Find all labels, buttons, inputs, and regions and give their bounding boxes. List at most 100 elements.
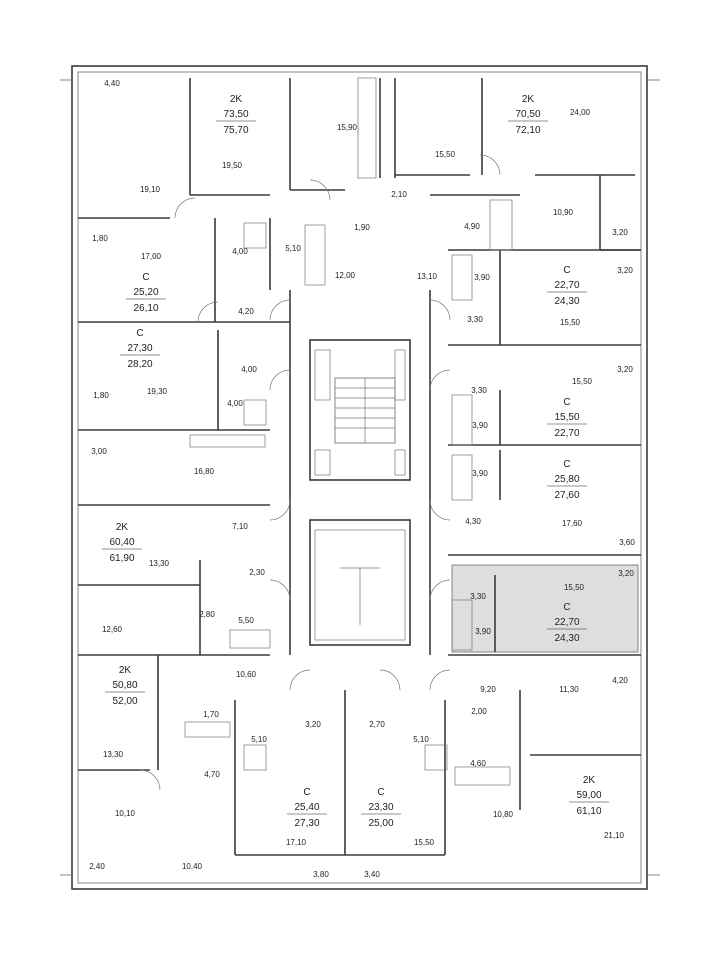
apartment-label: 2K 60,40 61,90: [102, 522, 142, 564]
room-area-label: 4,60: [470, 759, 486, 768]
room-area-label: 5,10: [413, 735, 429, 744]
apartment-total-area: 28,20: [127, 359, 152, 370]
apartment-type: 2K: [583, 775, 596, 786]
apartment-living-area: 59,00: [576, 790, 601, 801]
room-area-label: 19,10: [140, 185, 161, 194]
room-area-label: 3,30: [471, 386, 487, 395]
room-area-label: 1,70: [203, 710, 219, 719]
room-area-label: 16,80: [194, 467, 215, 476]
apartment-type: 2K: [522, 94, 535, 105]
stair-core: [314, 349, 406, 641]
apartment-total-area: 27,30: [294, 818, 319, 829]
room-area-label: 3,20: [612, 228, 628, 237]
apartment-labels: 2K73,5075,702K70,5072,10C25,2026,10C22,7…: [102, 94, 609, 829]
room-area-label: 15,50: [414, 838, 435, 847]
room-area-label: 3,40: [364, 870, 380, 879]
apartment-living-area: 25,20: [133, 287, 158, 298]
room-area-label: 4,70: [204, 770, 220, 779]
room-area-label: 13,30: [103, 750, 124, 759]
apartment-label: C 25,40 27,30: [287, 787, 327, 829]
apartment-living-area: 60,40: [109, 537, 134, 548]
room-area-label: 10,10: [115, 809, 136, 818]
room-area-label: 2,10: [391, 190, 407, 199]
apartment-type: C: [303, 787, 310, 798]
apartment-living-area: 70,50: [515, 109, 540, 120]
room-area-label: 3,80: [313, 870, 329, 879]
room-area-label: 12,60: [102, 625, 123, 634]
room-area-label: 3,90: [472, 469, 488, 478]
room-area-label: 3,20: [618, 569, 634, 578]
room-area-label: 9,20: [480, 685, 496, 694]
room-area-label: 3,20: [305, 720, 321, 729]
room-area-label: 12,00: [335, 271, 356, 280]
room-area-label: 3,90: [474, 273, 490, 282]
room-area-label: 17,10: [286, 838, 307, 847]
room-area-label: 5,50: [238, 616, 254, 625]
room-area-label: 13,30: [149, 559, 170, 568]
doors: [139, 154, 501, 791]
room-area-label: 15,50: [564, 583, 585, 592]
room-area-label: 10,80: [493, 810, 514, 819]
room-area-label: 11,30: [559, 685, 579, 694]
apartment-living-area: 25,80: [554, 474, 579, 485]
room-area-label: 2,30: [249, 568, 265, 577]
room-area-labels: 4,4015,9024,0019,5015,5019,102,1010,901,…: [89, 79, 635, 879]
room-area-label: 10,60: [236, 670, 257, 679]
apartment-living-area: 27,30: [127, 343, 152, 354]
room-area-label: 1,90: [354, 223, 370, 232]
room-area-label: 5,10: [285, 244, 301, 253]
apartment-living-area: 23,30: [368, 802, 393, 813]
room-area-label: 19,30: [147, 387, 168, 396]
apartment-living-area: 22,70: [554, 280, 579, 291]
room-area-label: 4,20: [238, 307, 254, 316]
apartment-living-area: 25,40: [294, 802, 319, 813]
apartment-total-area: 22,70: [554, 428, 579, 439]
room-area-label: 7,10: [232, 522, 248, 531]
room-area-label: 4,90: [464, 222, 480, 231]
room-area-label: 1,80: [93, 391, 109, 400]
interior-walls: [78, 78, 641, 856]
apartment-label: C 27,30 28,20: [120, 328, 160, 370]
apartment-type: C: [136, 328, 143, 339]
apartment-type: C: [377, 787, 384, 798]
room-area-label: 4,40: [104, 79, 120, 88]
room-area-label: 10,90: [553, 208, 574, 217]
room-area-label: 1,80: [92, 234, 108, 243]
room-area-label: 2,80: [199, 610, 215, 619]
apartment-type: C: [563, 459, 570, 470]
room-area-label: 21,10: [604, 831, 625, 840]
apartment-type: C: [563, 265, 570, 276]
room-area-label: 4,00: [241, 365, 257, 374]
apartment-total-area: 27,60: [554, 490, 579, 501]
room-area-label: 2,40: [89, 862, 105, 871]
room-area-label: 3,90: [475, 627, 491, 636]
room-area-label: 3,30: [467, 315, 483, 324]
apartment-total-area: 52,00: [112, 696, 137, 707]
room-area-label: 13,10: [417, 272, 438, 281]
apartment-total-area: 24,30: [554, 633, 579, 644]
room-area-label: 4,00: [227, 399, 243, 408]
room-area-label: 3,90: [472, 421, 488, 430]
highlighted-apartment: [451, 564, 639, 653]
room-area-label: 24,00: [570, 108, 591, 117]
apartment-type: C: [563, 397, 570, 408]
room-area-label: 5,10: [251, 735, 267, 744]
room-area-label: 15,50: [435, 150, 456, 159]
room-area-label: 4,20: [612, 676, 628, 685]
room-area-label: 4,30: [465, 517, 481, 526]
room-area-label: 19,50: [222, 161, 243, 170]
room-area-label: 4,00: [232, 247, 248, 256]
apartment-total-area: 61,90: [109, 553, 134, 564]
room-area-label: 17,60: [562, 519, 583, 528]
apartment-total-area: 75,70: [223, 125, 248, 136]
apartment-type: 2K: [116, 522, 129, 533]
apartment-type: 2K: [230, 94, 243, 105]
